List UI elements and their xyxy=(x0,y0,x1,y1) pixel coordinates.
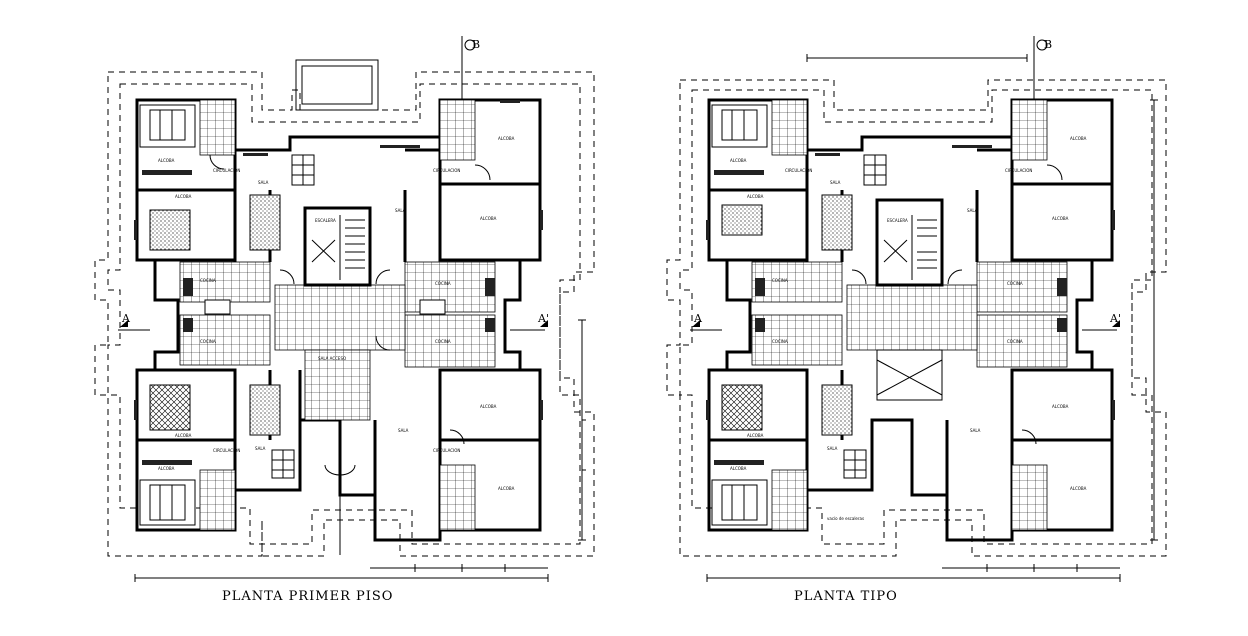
kitchen-w1 xyxy=(179,261,271,303)
svg-text:ALCOBA: ALCOBA xyxy=(175,433,192,438)
svg-text:ALCOBA: ALCOBA xyxy=(498,136,515,141)
svg-text:SALA ACCESO: SALA ACCESO xyxy=(318,356,346,361)
svg-text:ALCOBA: ALCOBA xyxy=(1052,216,1069,221)
svg-text:CIRCULACION: CIRCULACION xyxy=(1005,168,1032,173)
svg-text:COCINA: COCINA xyxy=(772,339,788,344)
kitchen-fixtures xyxy=(183,278,495,332)
svg-text:ALCOBA: ALCOBA xyxy=(175,194,192,199)
svg-text:COCINA: COCINA xyxy=(435,281,451,286)
svg-text:ALCOBA: ALCOBA xyxy=(1052,404,1069,409)
floor-plan-tipo: B A A' ALCOBA ALCOBA SALA ALCOBA ALCOBA … xyxy=(666,36,1167,604)
bed-icon xyxy=(149,384,191,431)
svg-text:CIRCULACION: CIRCULACION xyxy=(213,448,240,453)
dining-table-icon xyxy=(271,154,315,479)
bathroom-sw xyxy=(199,469,236,531)
window-marks xyxy=(134,100,543,420)
room-alcoba-e xyxy=(438,182,542,262)
svg-text:CIRCULACION: CIRCULACION xyxy=(213,168,240,173)
svg-text:COCINA: COCINA xyxy=(1007,281,1023,286)
svg-text:COCINA: COCINA xyxy=(772,278,788,283)
svg-text:ALCOBA: ALCOBA xyxy=(1070,136,1087,141)
svg-text:COCINA: COCINA xyxy=(200,278,216,283)
closet-icons xyxy=(139,104,196,526)
access-hall xyxy=(304,349,371,421)
svg-text:COCINA: COCINA xyxy=(1007,339,1023,344)
svg-text:ESCALERA: ESCALERA xyxy=(315,218,336,223)
kitchen-w2 xyxy=(179,314,271,366)
svg-text:A: A xyxy=(121,312,131,325)
bathroom-ne xyxy=(439,99,476,161)
bathroom-se xyxy=(439,464,476,531)
svg-text:COCINA: COCINA xyxy=(435,339,451,344)
floor-plan-primer-piso: B A A' ALCOBA ALCOBA SALA ALCOBA ALCOBA … xyxy=(94,36,595,604)
svg-text:ALCOBA: ALCOBA xyxy=(480,216,497,221)
bathroom-nw xyxy=(199,99,236,156)
svg-text:ESCALERA: ESCALERA xyxy=(887,218,908,223)
svg-text:ALCOBA: ALCOBA xyxy=(480,404,497,409)
svg-text:B: B xyxy=(1044,38,1052,51)
svg-text:A': A' xyxy=(537,312,549,325)
svg-text:ALCOBA: ALCOBA xyxy=(730,158,747,163)
central-hall xyxy=(274,284,406,351)
svg-text:ALCOBA: ALCOBA xyxy=(1070,486,1087,491)
room-labels: ALCOBA ALCOBA SALA ALCOBA ALCOBA SALA CO… xyxy=(158,136,515,491)
sofa-icon xyxy=(249,194,281,251)
cut-marker-right: A' xyxy=(510,312,549,331)
svg-text:SALA: SALA xyxy=(255,446,266,451)
svg-text:SALA: SALA xyxy=(967,208,978,213)
kitchen-e2 xyxy=(404,314,496,368)
svg-text:ALCOBA: ALCOBA xyxy=(747,433,764,438)
sofa-icon xyxy=(249,384,281,436)
svg-text:ALCOBA: ALCOBA xyxy=(498,486,515,491)
bed-icon xyxy=(149,209,191,251)
svg-text:SALA: SALA xyxy=(395,208,406,213)
cut-marker-top: B xyxy=(461,36,480,100)
stair-core xyxy=(303,206,372,287)
svg-text:SALA: SALA xyxy=(398,428,409,433)
svg-text:CIRCULACION: CIRCULACION xyxy=(433,168,460,173)
svg-text:CIRCULACION: CIRCULACION xyxy=(433,448,460,453)
svg-text:ALCOBA: ALCOBA xyxy=(747,194,764,199)
cut-marker-left: A xyxy=(118,312,150,331)
stair-treads xyxy=(311,215,365,280)
dimension-lines xyxy=(134,319,586,582)
svg-text:A': A' xyxy=(1109,312,1121,325)
svg-text:SALA: SALA xyxy=(258,180,269,185)
plan-title: PLANTA TIPO xyxy=(794,589,898,604)
svg-text:ALCOBA: ALCOBA xyxy=(158,158,175,163)
svg-text:A: A xyxy=(693,312,703,325)
svg-text:SALA: SALA xyxy=(827,446,838,451)
kitchen-e1 xyxy=(404,261,496,313)
svg-text:CIRCULACION: CIRCULACION xyxy=(785,168,812,173)
svg-text:SALA: SALA xyxy=(830,180,841,185)
svg-text:vacío de escaleras: vacío de escaleras xyxy=(827,516,864,521)
door-swings xyxy=(209,154,491,445)
plan-title: PLANTA PRIMER PISO xyxy=(222,589,393,604)
svg-text:SALA: SALA xyxy=(970,428,981,433)
svg-text:ALCOBA: ALCOBA xyxy=(158,466,175,471)
svg-text:COCINA: COCINA xyxy=(200,339,216,344)
site-plan-inset xyxy=(295,59,379,111)
svg-text:ALCOBA: ALCOBA xyxy=(730,466,747,471)
eave-outline xyxy=(94,71,595,557)
svg-text:B: B xyxy=(472,38,480,51)
